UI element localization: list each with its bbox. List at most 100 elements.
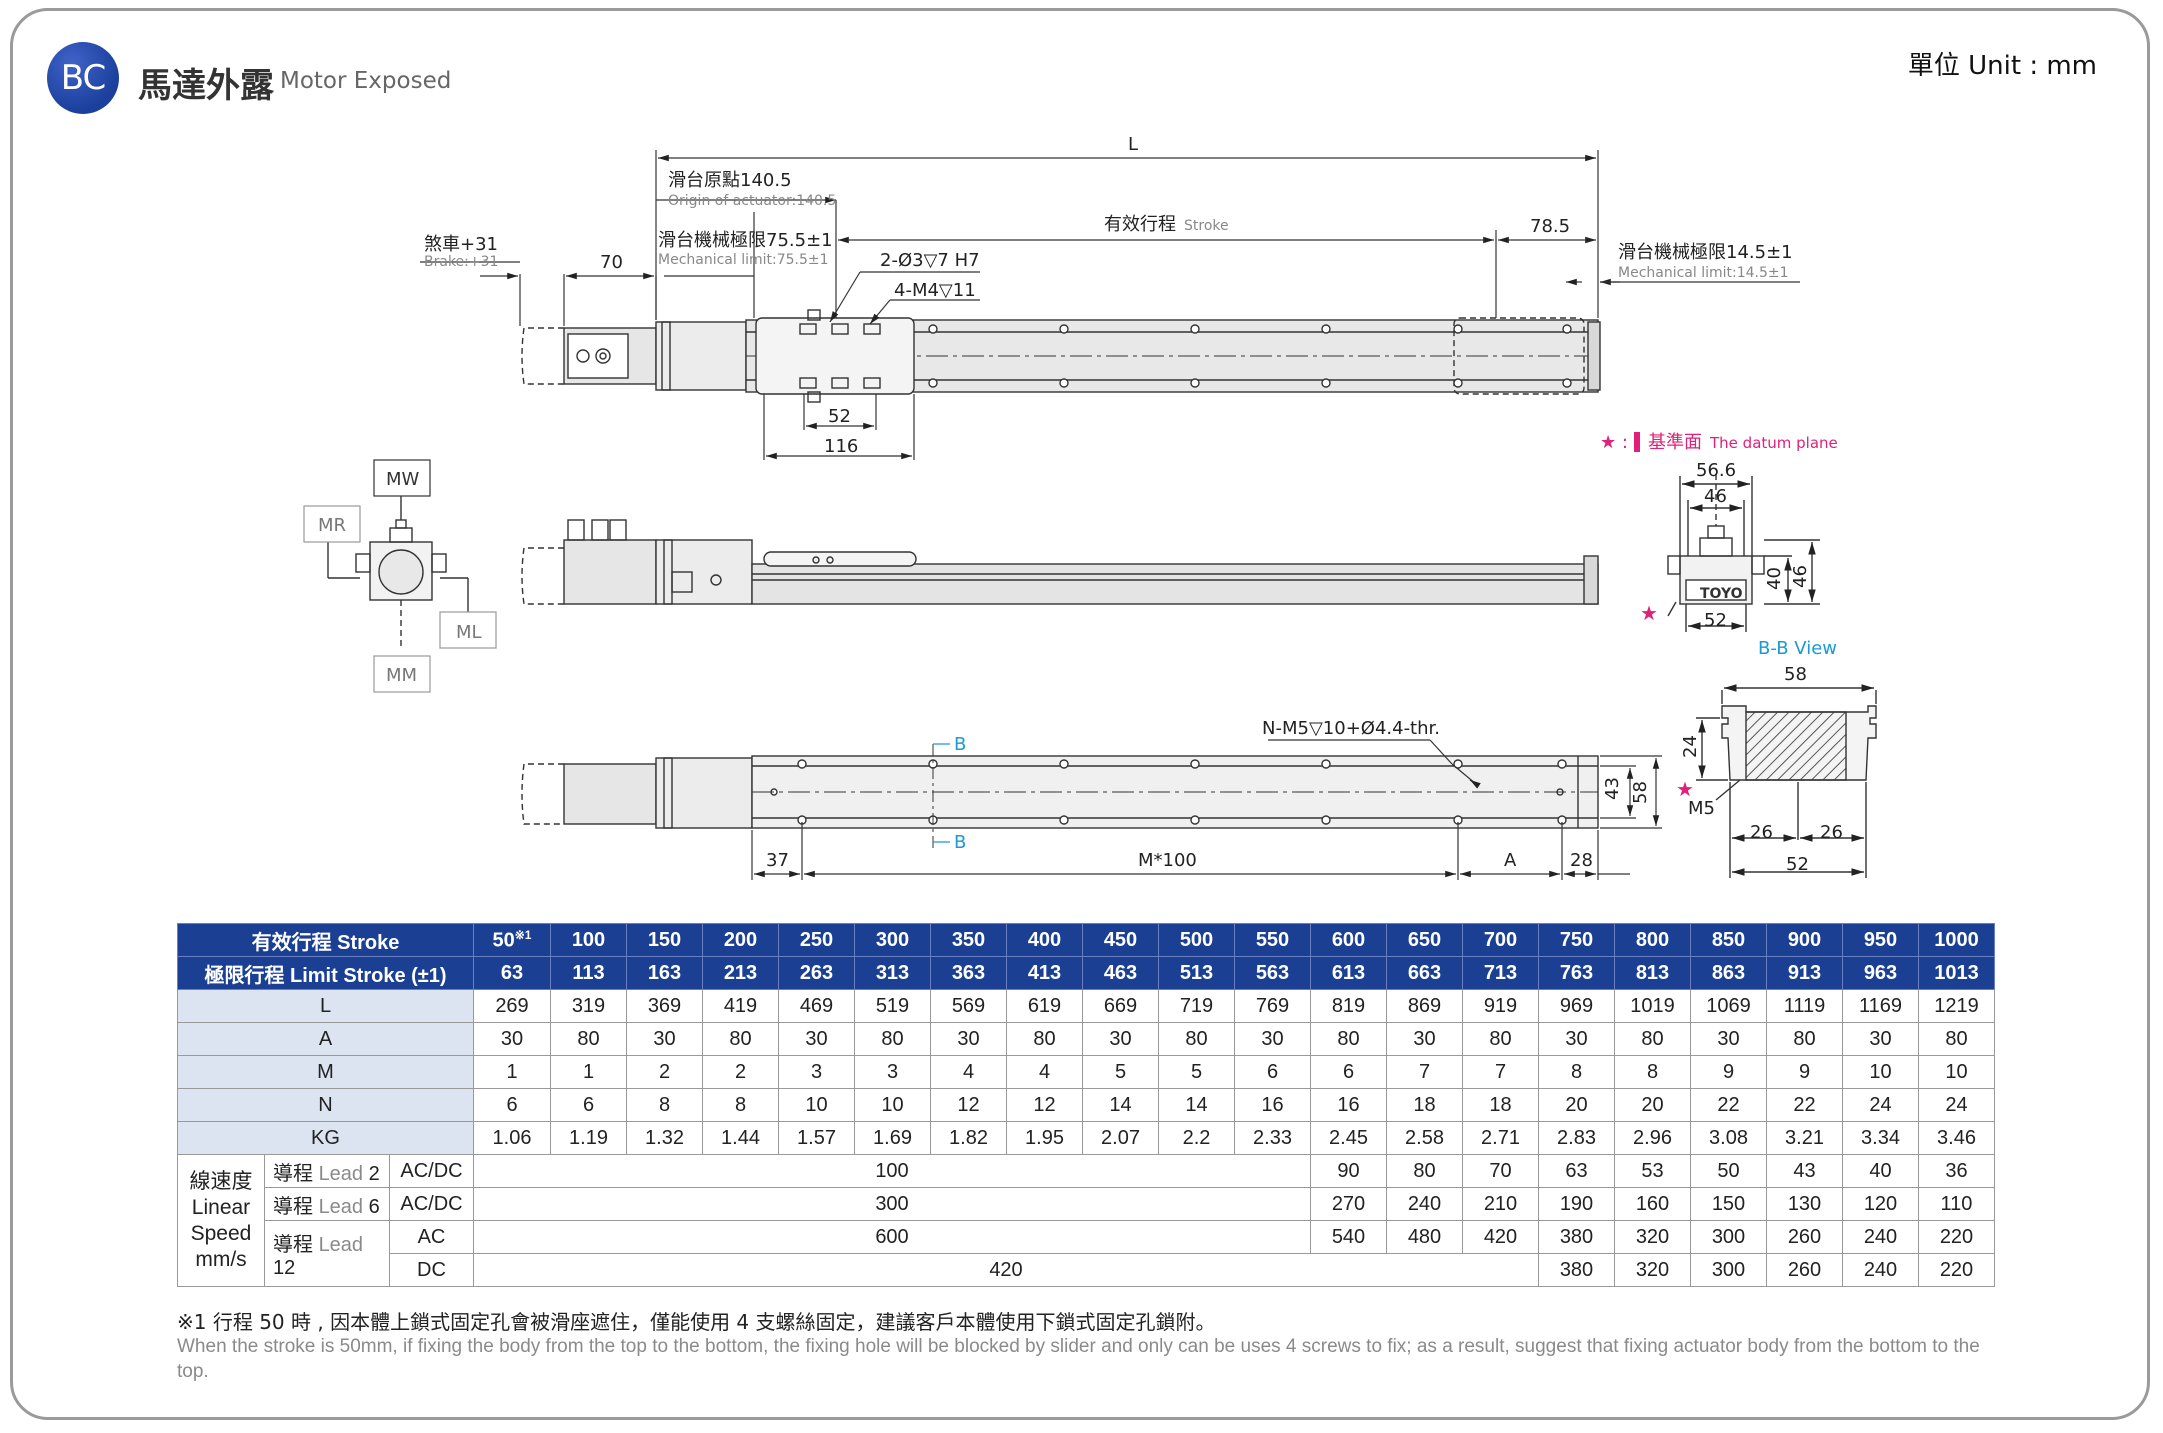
table-cell: 2	[626, 1055, 703, 1089]
table-cell: 3.08	[1690, 1121, 1767, 1155]
table-cell: 22	[1766, 1088, 1843, 1122]
speed-label-line: 線速度	[189, 1169, 253, 1193]
table-cell: 6	[1310, 1055, 1387, 1089]
lead-label: 導程 Lead 6	[264, 1187, 390, 1221]
svg-text:B: B	[954, 734, 966, 755]
svg-text:58: 58	[1630, 781, 1651, 804]
table-cell: 200	[702, 923, 779, 957]
table-cell: 2.45	[1310, 1121, 1387, 1155]
svg-text:52: 52	[1786, 854, 1809, 875]
table-cell: 719	[1158, 989, 1235, 1023]
table-cell: 20	[1538, 1088, 1615, 1122]
table-cell: 850	[1690, 923, 1767, 957]
svg-text:43: 43	[1602, 777, 1623, 800]
table-cell: 113	[550, 956, 627, 990]
table-cell: 12	[930, 1088, 1007, 1122]
lead-label: 導程 Lead 2	[264, 1154, 390, 1188]
svg-text:TOYO: TOYO	[1700, 586, 1743, 602]
table-cell: 769	[1234, 989, 1311, 1023]
table-cell: 1000	[1918, 923, 1995, 957]
table-cell: 14	[1082, 1088, 1159, 1122]
svg-text:滑台機械極限75.5±1: 滑台機械極限75.5±1	[658, 230, 833, 251]
svg-text:滑台原點140.5: 滑台原點140.5	[668, 170, 792, 191]
svg-text:Brake:+31: Brake:+31	[424, 254, 498, 270]
table-cell: 350	[930, 923, 1007, 957]
svg-text:M5: M5	[1688, 798, 1715, 819]
svg-text:A: A	[1504, 850, 1517, 871]
table-cell: 80	[854, 1022, 931, 1056]
table-cell: 100	[550, 923, 627, 957]
table-cell: 50	[1690, 1154, 1767, 1188]
table-cell: 10	[778, 1088, 855, 1122]
table-cell: 1013	[1918, 956, 1995, 990]
svg-text:116: 116	[824, 436, 858, 457]
svg-text:46: 46	[1790, 565, 1811, 588]
table-cell: 300	[1690, 1220, 1767, 1254]
table-cell: 90	[1310, 1154, 1387, 1188]
svg-text:Mechanical limit:14.5±1: Mechanical limit:14.5±1	[1618, 265, 1789, 281]
table-cell: 519	[854, 989, 931, 1023]
table-cell: 7	[1386, 1055, 1463, 1089]
right-end-labels: ★ : 基準面 The datum plane 56.6 46 40 46 52…	[1600, 432, 1838, 631]
motor-end-view	[327, 496, 469, 650]
table-cell: 419	[702, 989, 779, 1023]
table-cell: 1.44	[702, 1121, 779, 1155]
row-header: 極限行程 Limit Stroke (±1)	[177, 956, 474, 990]
table-cell: 540	[1310, 1220, 1387, 1254]
table-cell: 8	[702, 1088, 779, 1122]
table-cell: 53	[1614, 1154, 1691, 1188]
svg-text:70: 70	[600, 252, 623, 273]
table-cell: 10	[1918, 1055, 1995, 1089]
table-cell: 8	[626, 1088, 703, 1122]
table-cell: 22	[1690, 1088, 1767, 1122]
table-cell: 240	[1842, 1253, 1919, 1287]
svg-text:26: 26	[1750, 822, 1773, 843]
table-cell: 220	[1918, 1220, 1995, 1254]
table-cell: 1.82	[930, 1121, 1007, 1155]
table-cell: 1	[550, 1055, 627, 1089]
table-cell: 450	[1082, 923, 1159, 957]
table-cell: 8	[1538, 1055, 1615, 1089]
table-cell: 1.06	[473, 1121, 551, 1155]
table-cell: 319	[550, 989, 627, 1023]
table-cell: 380	[1538, 1220, 1615, 1254]
table-cell: 2	[702, 1055, 779, 1089]
table-cell: 3.46	[1918, 1121, 1995, 1155]
table-cell: 240	[1386, 1187, 1463, 1221]
table-cell: 320	[1614, 1220, 1691, 1254]
svg-text:58: 58	[1784, 664, 1807, 685]
table-cell: 163	[626, 956, 703, 990]
table-cell: 263	[778, 956, 855, 990]
right-end-view	[1667, 474, 1820, 632]
table-cell: 213	[702, 956, 779, 990]
table-cell: 2.58	[1386, 1121, 1463, 1155]
table-cell: 80	[1006, 1022, 1083, 1056]
table-cell: 813	[1614, 956, 1691, 990]
table-cell: 9	[1766, 1055, 1843, 1089]
table-cell: 240	[1842, 1220, 1919, 1254]
table-cell: 30	[1538, 1022, 1615, 1056]
table-cell: 363	[930, 956, 1007, 990]
svg-text:2-Ø3▽7 H7: 2-Ø3▽7 H7	[880, 250, 980, 271]
footnote-mark: ※1	[514, 927, 532, 942]
table-cell: 8	[1614, 1055, 1691, 1089]
table-cell: 480	[1386, 1220, 1463, 1254]
table-cell: 30	[1082, 1022, 1159, 1056]
svg-text:The datum plane: The datum plane	[1709, 434, 1838, 452]
power-type: AC/DC	[389, 1187, 474, 1221]
table-cell: 100	[473, 1154, 1311, 1188]
bb-labels: B-B View 58 24 M5 26 26 52 ★	[1676, 638, 1843, 875]
table-cell: 869	[1386, 989, 1463, 1023]
speed-label-line: Linear	[191, 1195, 251, 1219]
table-cell: 250	[778, 923, 855, 957]
table-cell: 30	[1234, 1022, 1311, 1056]
table-cell: 80	[1918, 1022, 1995, 1056]
table-cell: 220	[1918, 1253, 1995, 1287]
table-cell: 10	[1842, 1055, 1919, 1089]
